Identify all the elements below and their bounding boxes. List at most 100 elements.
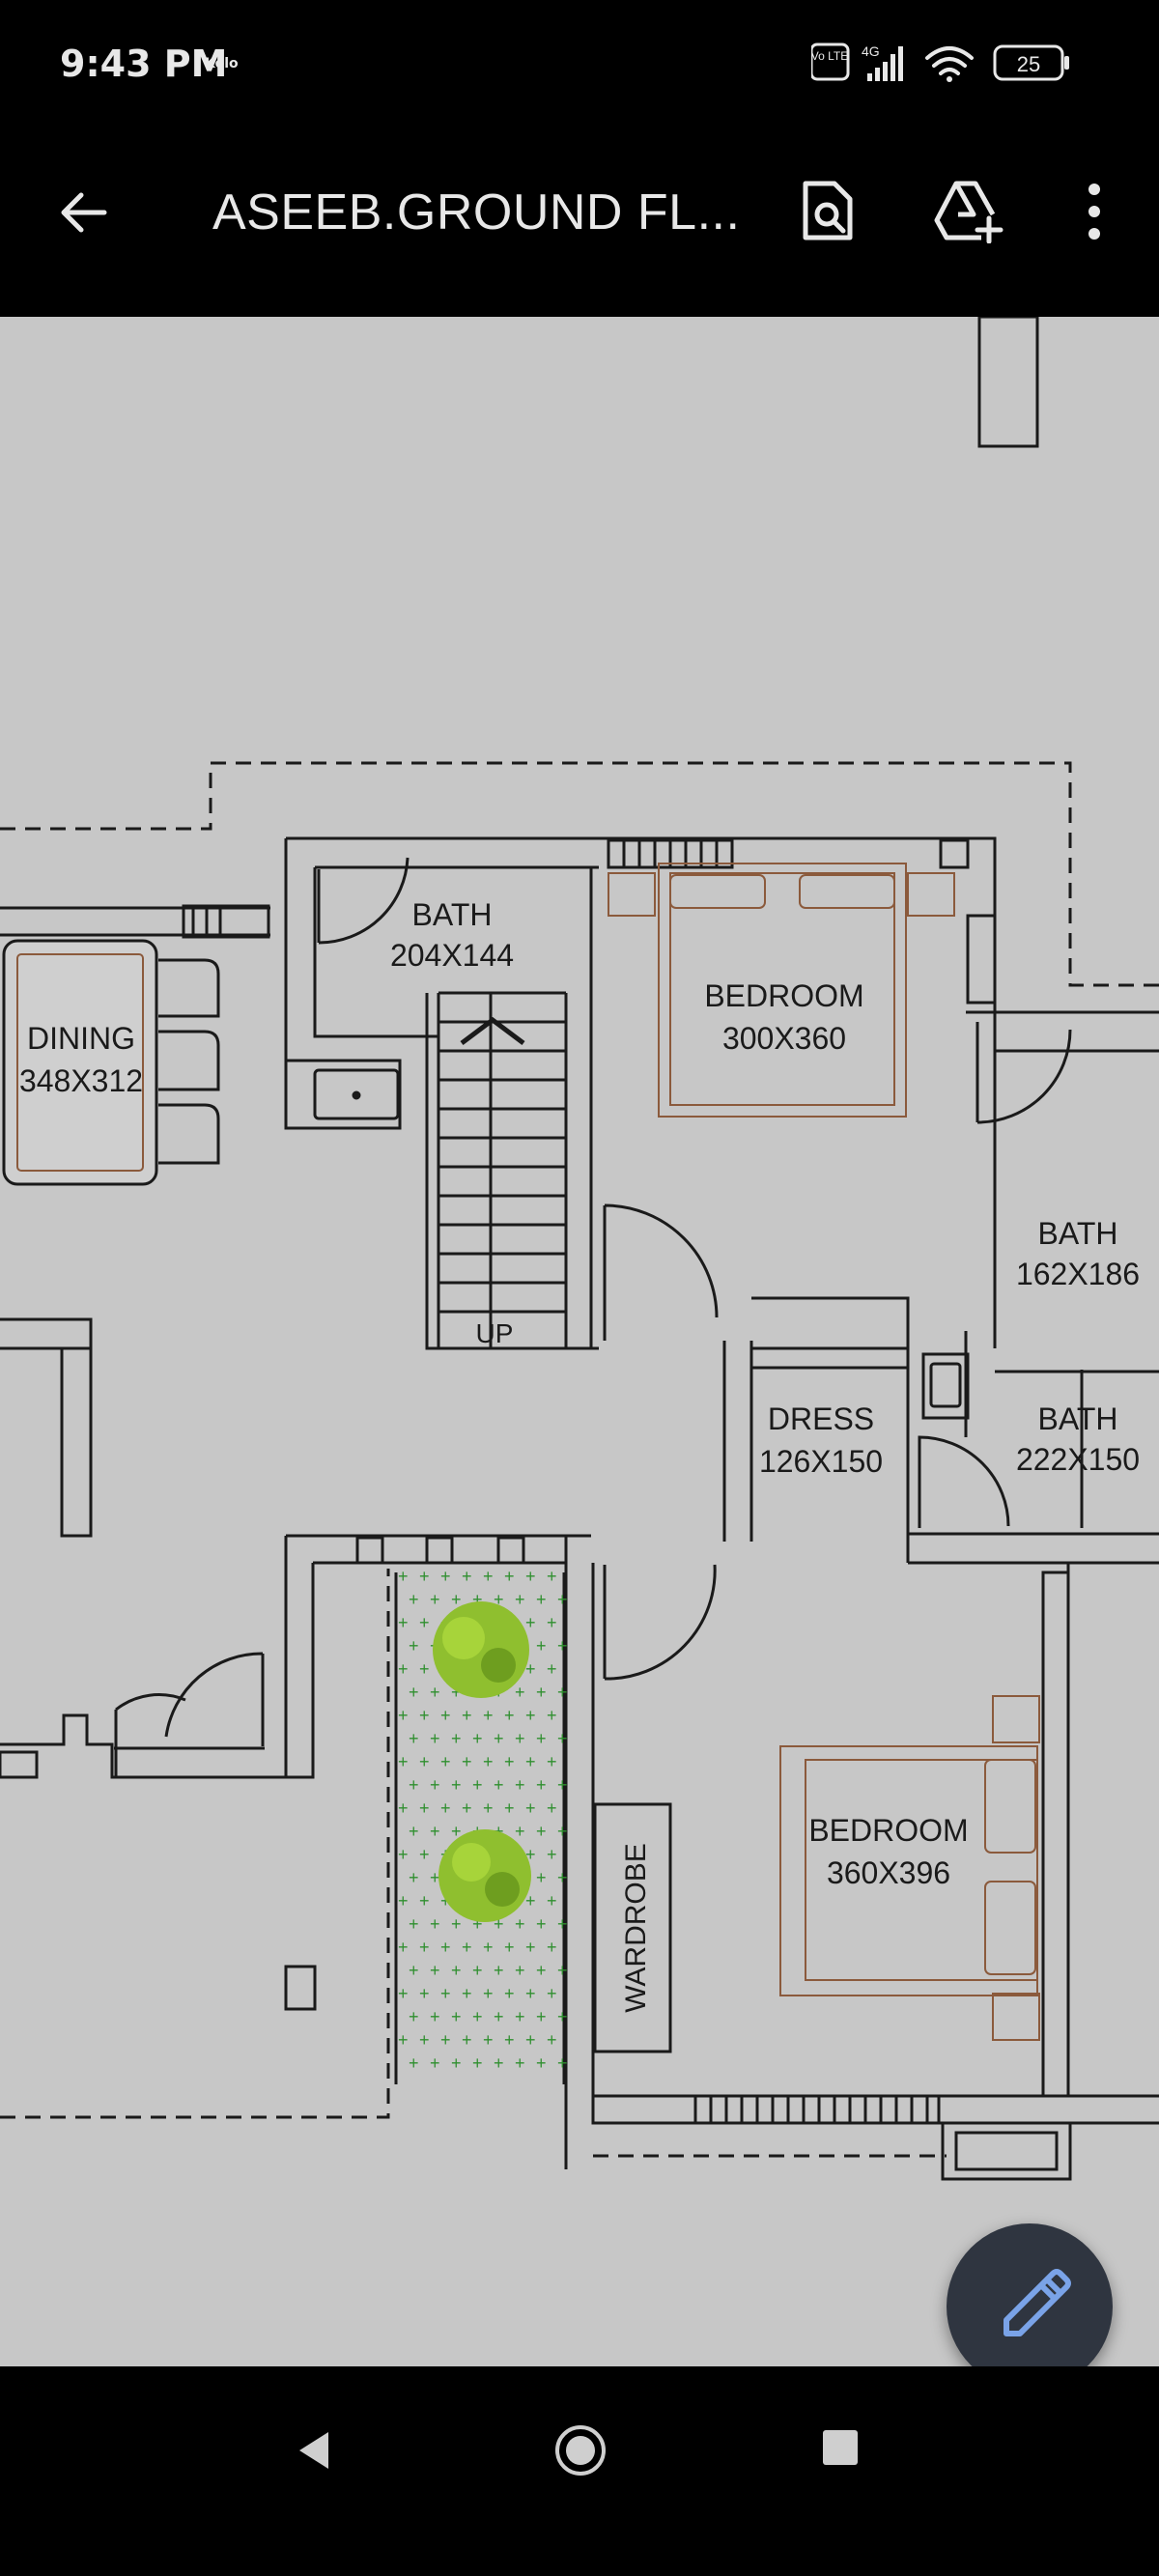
grass-mark: + (430, 1775, 440, 1795)
grass-mark: + (557, 1822, 568, 1841)
room-size-dining: 348X312 (19, 1063, 143, 1098)
bed-1 (658, 863, 907, 1118)
dining-table-inner (16, 953, 144, 1172)
grass-mark: + (525, 1845, 536, 1864)
grass-mark: + (451, 1822, 462, 1841)
door-bath-2 (975, 1022, 1072, 1124)
grass-mark: + (547, 1659, 557, 1679)
grass-mark: + (398, 1938, 409, 1957)
wall-dining-top (0, 906, 270, 937)
grass-mark: + (430, 1683, 440, 1702)
stair-up-label: UP (476, 1318, 514, 1348)
dining-chairs (158, 958, 220, 1165)
wall-bedroom-2 (564, 1536, 1159, 2169)
grass-mark: + (451, 1914, 462, 1934)
window-bedroom-top-mullions (622, 840, 719, 867)
room-name-bath-2: BATH (1038, 1216, 1118, 1251)
room-name-dress: DRESS (768, 1401, 874, 1436)
grass-mark: + (409, 1636, 419, 1656)
wall-entry (0, 1713, 286, 1779)
grass-mark: + (525, 1984, 536, 2003)
grass-mark: + (483, 1938, 494, 1957)
grass-mark: + (547, 1752, 557, 1771)
door-bath-1 (317, 857, 410, 945)
window-bedroom-right-frame (966, 914, 997, 1005)
grass-mark: + (557, 1775, 568, 1795)
grass-mark: + (494, 1775, 504, 1795)
grass-mark: + (462, 1567, 472, 1586)
grass-mark: + (536, 1961, 547, 1980)
pillow-4 (984, 1881, 1036, 1975)
grass-mark: + (547, 1613, 557, 1632)
pillow-1 (669, 874, 766, 909)
grass-mark: + (504, 1706, 515, 1725)
grass-mark: + (536, 2007, 547, 2026)
window-dining (182, 904, 270, 939)
grass-mark: + (409, 1729, 419, 1748)
room-size-bath-3: 222X150 (1016, 1442, 1140, 1477)
grass-mark: + (547, 1938, 557, 1957)
grass-mark: + (430, 1729, 440, 1748)
grass-mark: + (557, 2007, 568, 2026)
window-entry (0, 1750, 39, 1779)
tree-1 (433, 1601, 529, 1698)
grass-mark: + (536, 1590, 547, 1609)
grass-mark: + (557, 1868, 568, 1887)
grass-mark: + (504, 2030, 515, 2050)
boundary-line-left (0, 1569, 390, 2119)
grass-mark: + (440, 1938, 451, 1957)
grass-mark: + (430, 1822, 440, 1841)
grass-mark: + (504, 1752, 515, 1771)
grass-mark: + (557, 1636, 568, 1656)
grass-mark: + (419, 1984, 430, 2003)
grass-mark: + (419, 1938, 430, 1957)
grass-mark: + (525, 1938, 536, 1957)
wardrobe-box (593, 1802, 672, 2053)
volte-icon: Vo LTE (811, 42, 850, 81)
grass-mark: + (419, 1659, 430, 1679)
document-viewer[interactable]: ++++++++++++++++++++++++++++++++++++++++… (0, 317, 1159, 2366)
grass-mark: + (419, 1752, 430, 1771)
volte-label: Vo LTE (811, 49, 848, 63)
grass-mark: + (440, 1752, 451, 1771)
grass-mark: + (557, 1961, 568, 1980)
nightstand-3 (992, 1695, 1040, 1743)
grass-mark: + (557, 1683, 568, 1702)
grass-mark: + (494, 2007, 504, 2026)
navigation-bar (0, 2366, 1159, 2576)
grass-mark: + (472, 1729, 483, 1748)
grass-mark: + (515, 2007, 525, 2026)
grass-mark: + (430, 1961, 440, 1980)
add-to-drive-icon[interactable] (933, 180, 1006, 243)
grass-mark: + (398, 1984, 409, 2003)
grass-mark: + (398, 1798, 409, 1818)
grass-mark: + (515, 1775, 525, 1795)
grass-mark: + (451, 1729, 462, 1748)
nav-home-icon[interactable] (554, 2424, 607, 2477)
grass-mark: + (472, 2007, 483, 2026)
grass-mark: + (547, 1567, 557, 1586)
grass-mark: + (409, 1914, 419, 1934)
search-document-icon[interactable] (798, 180, 858, 243)
window-bedroom-2-right (1041, 1571, 1070, 2098)
grass-mark: + (525, 1659, 536, 1679)
window-bedroom-2-mullions (709, 2096, 929, 2123)
nav-back-icon[interactable] (290, 2426, 338, 2475)
window-bedroom-2 (693, 2094, 941, 2125)
grass-mark: + (398, 1659, 409, 1679)
grass-mark: + (462, 1938, 472, 1957)
nav-recents-icon[interactable] (821, 2428, 860, 2467)
grass-mark: + (525, 1798, 536, 1818)
edit-fab[interactable] (947, 2223, 1113, 2390)
grass-mark: + (398, 1845, 409, 1864)
floor-plan-drawing[interactable]: ++++++++++++++++++++++++++++++++++++++++… (0, 317, 1159, 2366)
back-arrow-icon[interactable] (54, 184, 112, 241)
grass-mark: + (525, 1752, 536, 1771)
more-vert-icon[interactable] (1084, 180, 1105, 243)
grass-mark: + (515, 1914, 525, 1934)
grass-mark: + (409, 2053, 419, 2073)
grass-mark: + (398, 1567, 409, 1586)
grass-mark: + (462, 2030, 472, 2050)
courtyard-planting (394, 1572, 566, 2084)
grass-mark: + (451, 2007, 462, 2026)
